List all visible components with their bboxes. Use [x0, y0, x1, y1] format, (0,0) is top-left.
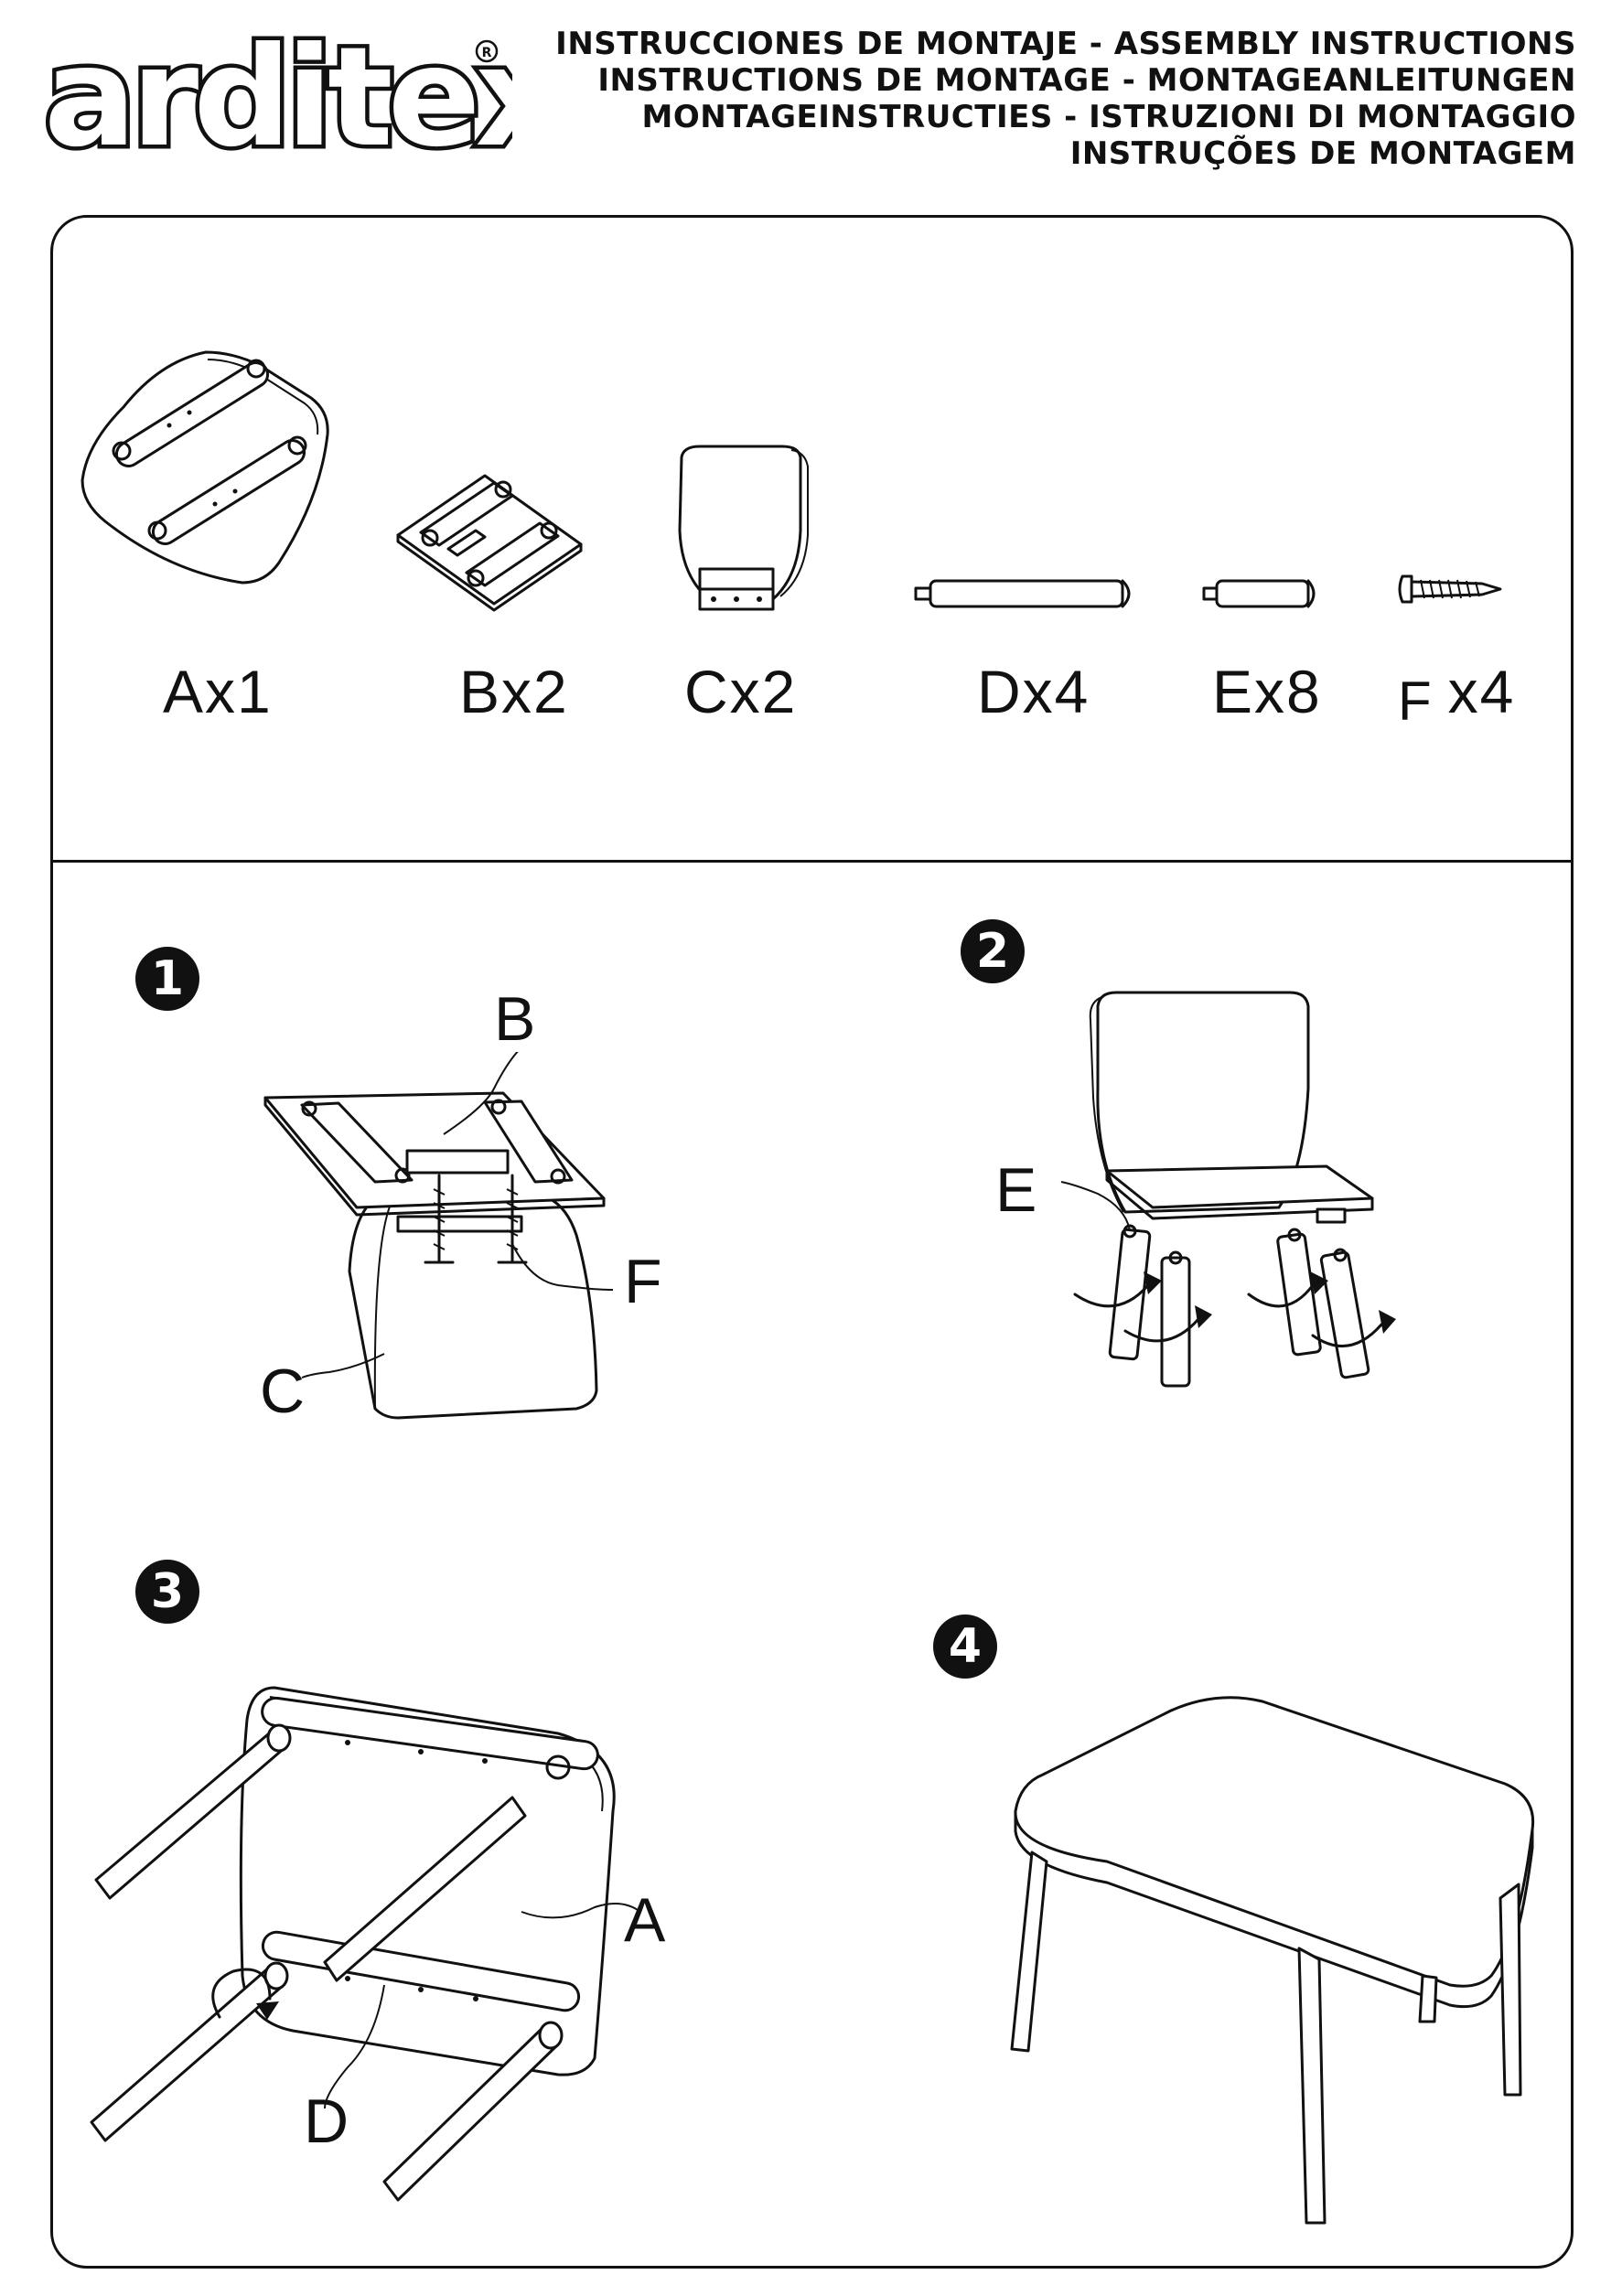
- bracket-plate-icon: [396, 474, 583, 612]
- callout-label: F: [624, 1247, 662, 1316]
- title-line: INSTRUCTIONS DE MONTAGE - MONTAGEANLEITU…: [597, 62, 1576, 99]
- part-label-e: Ex8: [1212, 658, 1322, 725]
- title-line: MONTAGEINSTRUCTIES - ISTRUZIONI DI MONTA…: [641, 99, 1576, 135]
- screw-icon: [1398, 574, 1502, 604]
- part-label-d: Dx4: [977, 658, 1090, 725]
- backrest-icon: [678, 445, 809, 611]
- instruction-titles: INSTRUCCIONES DE MONTAJE - ASSEMBLY INST…: [515, 26, 1576, 172]
- part-label-c: Cx2: [684, 658, 798, 725]
- step-2-illustration: [1060, 991, 1396, 1388]
- brand-logo: arditex R: [37, 7, 572, 182]
- step-1-illustration: [263, 1052, 614, 1420]
- part-label-a: Ax1: [163, 658, 273, 725]
- step-number: 1: [135, 947, 199, 1011]
- callout-label: E: [995, 1155, 1037, 1225]
- svg-text:R: R: [482, 46, 492, 60]
- step-3-illustration: [90, 1686, 641, 2202]
- step-number: 3: [135, 1560, 199, 1624]
- short-leg-icon: [1202, 579, 1316, 608]
- step-number: 2: [961, 919, 1025, 983]
- callout-label: D: [304, 2087, 349, 2156]
- title-line: INSTRUCCIONES DE MONTAJE - ASSEMBLY INST…: [555, 26, 1576, 62]
- title-line: INSTRUÇÕES DE MONTAGEM: [1069, 135, 1576, 172]
- part-label-b: Bx2: [459, 658, 569, 725]
- callout-label: B: [494, 984, 536, 1054]
- long-leg-icon: [914, 579, 1131, 608]
- section-divider: [50, 860, 1574, 863]
- callout-label: A: [624, 1885, 666, 1955]
- registered-icon: [475, 39, 499, 63]
- seat-board-icon: [81, 350, 329, 585]
- callout-label: C: [260, 1357, 306, 1426]
- instruction-frame: [50, 215, 1574, 2269]
- step-4-illustration: [1010, 1696, 1535, 2225]
- step-number: 4: [933, 1615, 997, 1679]
